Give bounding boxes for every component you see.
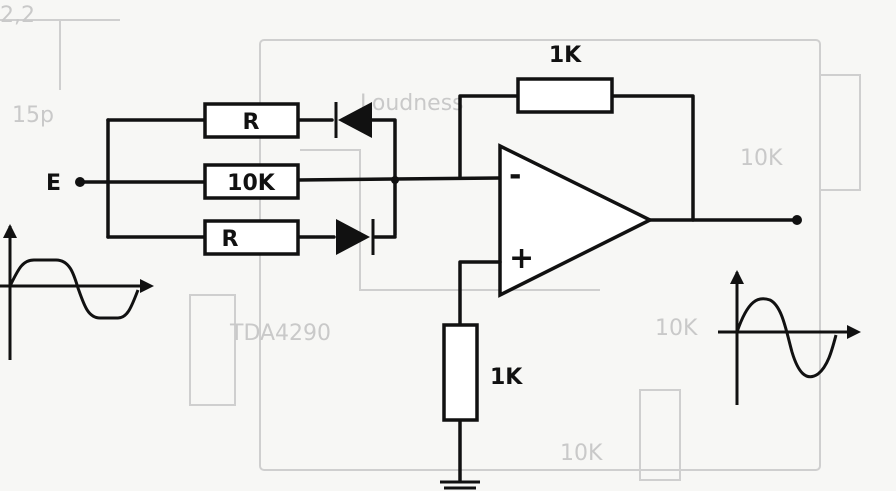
- ghost-label-4: 10K: [560, 441, 603, 466]
- input-label: E: [46, 171, 61, 196]
- ground-resistor-label: 1K: [490, 365, 523, 390]
- diode-lower: [336, 219, 375, 255]
- ground-icon: [440, 480, 480, 490]
- ghost-label-3: 10K: [655, 316, 698, 341]
- opamp: - +: [498, 143, 654, 298]
- ghost-label-1: TDA4290: [229, 321, 331, 346]
- resistor-upper-label: R: [243, 110, 260, 135]
- input-waveform: [0, 224, 154, 360]
- resistor-upper: R: [203, 102, 300, 139]
- feedback-path: 1K: [458, 43, 695, 222]
- ghost-label-5: 15p: [12, 103, 54, 128]
- ghost-label-7: Loudness: [360, 91, 464, 116]
- resistor-middle: 10K: [203, 163, 300, 200]
- ghost-label-2: 10K: [740, 146, 783, 171]
- feedback-resistor-label: 1K: [549, 43, 582, 68]
- diode-upper: [334, 102, 372, 138]
- output-waveform: [718, 270, 861, 405]
- resistor-lower-label: R: [222, 227, 239, 252]
- opamp-noninverting-sign: +: [509, 241, 534, 276]
- opamp-inverting-sign: -: [509, 158, 521, 193]
- resistor-middle-label: 10K: [227, 171, 276, 196]
- input-network-wires: [78, 118, 502, 239]
- resistor-lower: R: [203, 219, 300, 256]
- background-bleedthrough: TDA4290 10K 10K 10K 15p 2,2 Loudness: [0, 3, 861, 481]
- ground-branch: 1K: [440, 260, 523, 490]
- output-line: [648, 215, 802, 225]
- ghost-label-6: 2,2: [0, 3, 35, 28]
